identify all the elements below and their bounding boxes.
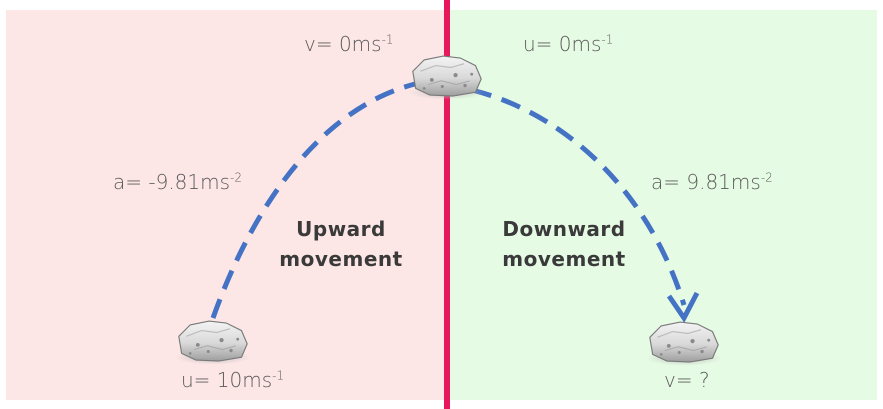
final-velocity-label: v= ?: [664, 368, 710, 392]
top-final-velocity-label: v= 0ms-1: [304, 32, 394, 56]
arrow-head-icon: [666, 291, 700, 323]
upward-movement-line2: movement: [279, 247, 403, 271]
downward-movement-line2: movement: [502, 247, 626, 271]
upward-path: [210, 80, 420, 319]
downward-movement-line1: Downward: [502, 217, 626, 241]
rock-icon: [645, 321, 723, 367]
top-initial-velocity-label: u= 0ms-1: [523, 32, 614, 56]
upward-acceleration-label: a= -9.81ms-2: [113, 170, 242, 194]
divider-line: [444, 0, 450, 409]
upward-movement-label: Upward movement: [265, 214, 417, 274]
downward-acceleration-label: a= 9.81ms-2: [651, 170, 773, 194]
initial-velocity-label: u= 10ms-1: [181, 368, 285, 392]
downward-path: [471, 87, 687, 306]
rock-icon: [174, 320, 252, 366]
rock-icon: [408, 55, 486, 101]
downward-movement-label: Downward movement: [489, 214, 639, 274]
upward-movement-line1: Upward: [296, 217, 386, 241]
